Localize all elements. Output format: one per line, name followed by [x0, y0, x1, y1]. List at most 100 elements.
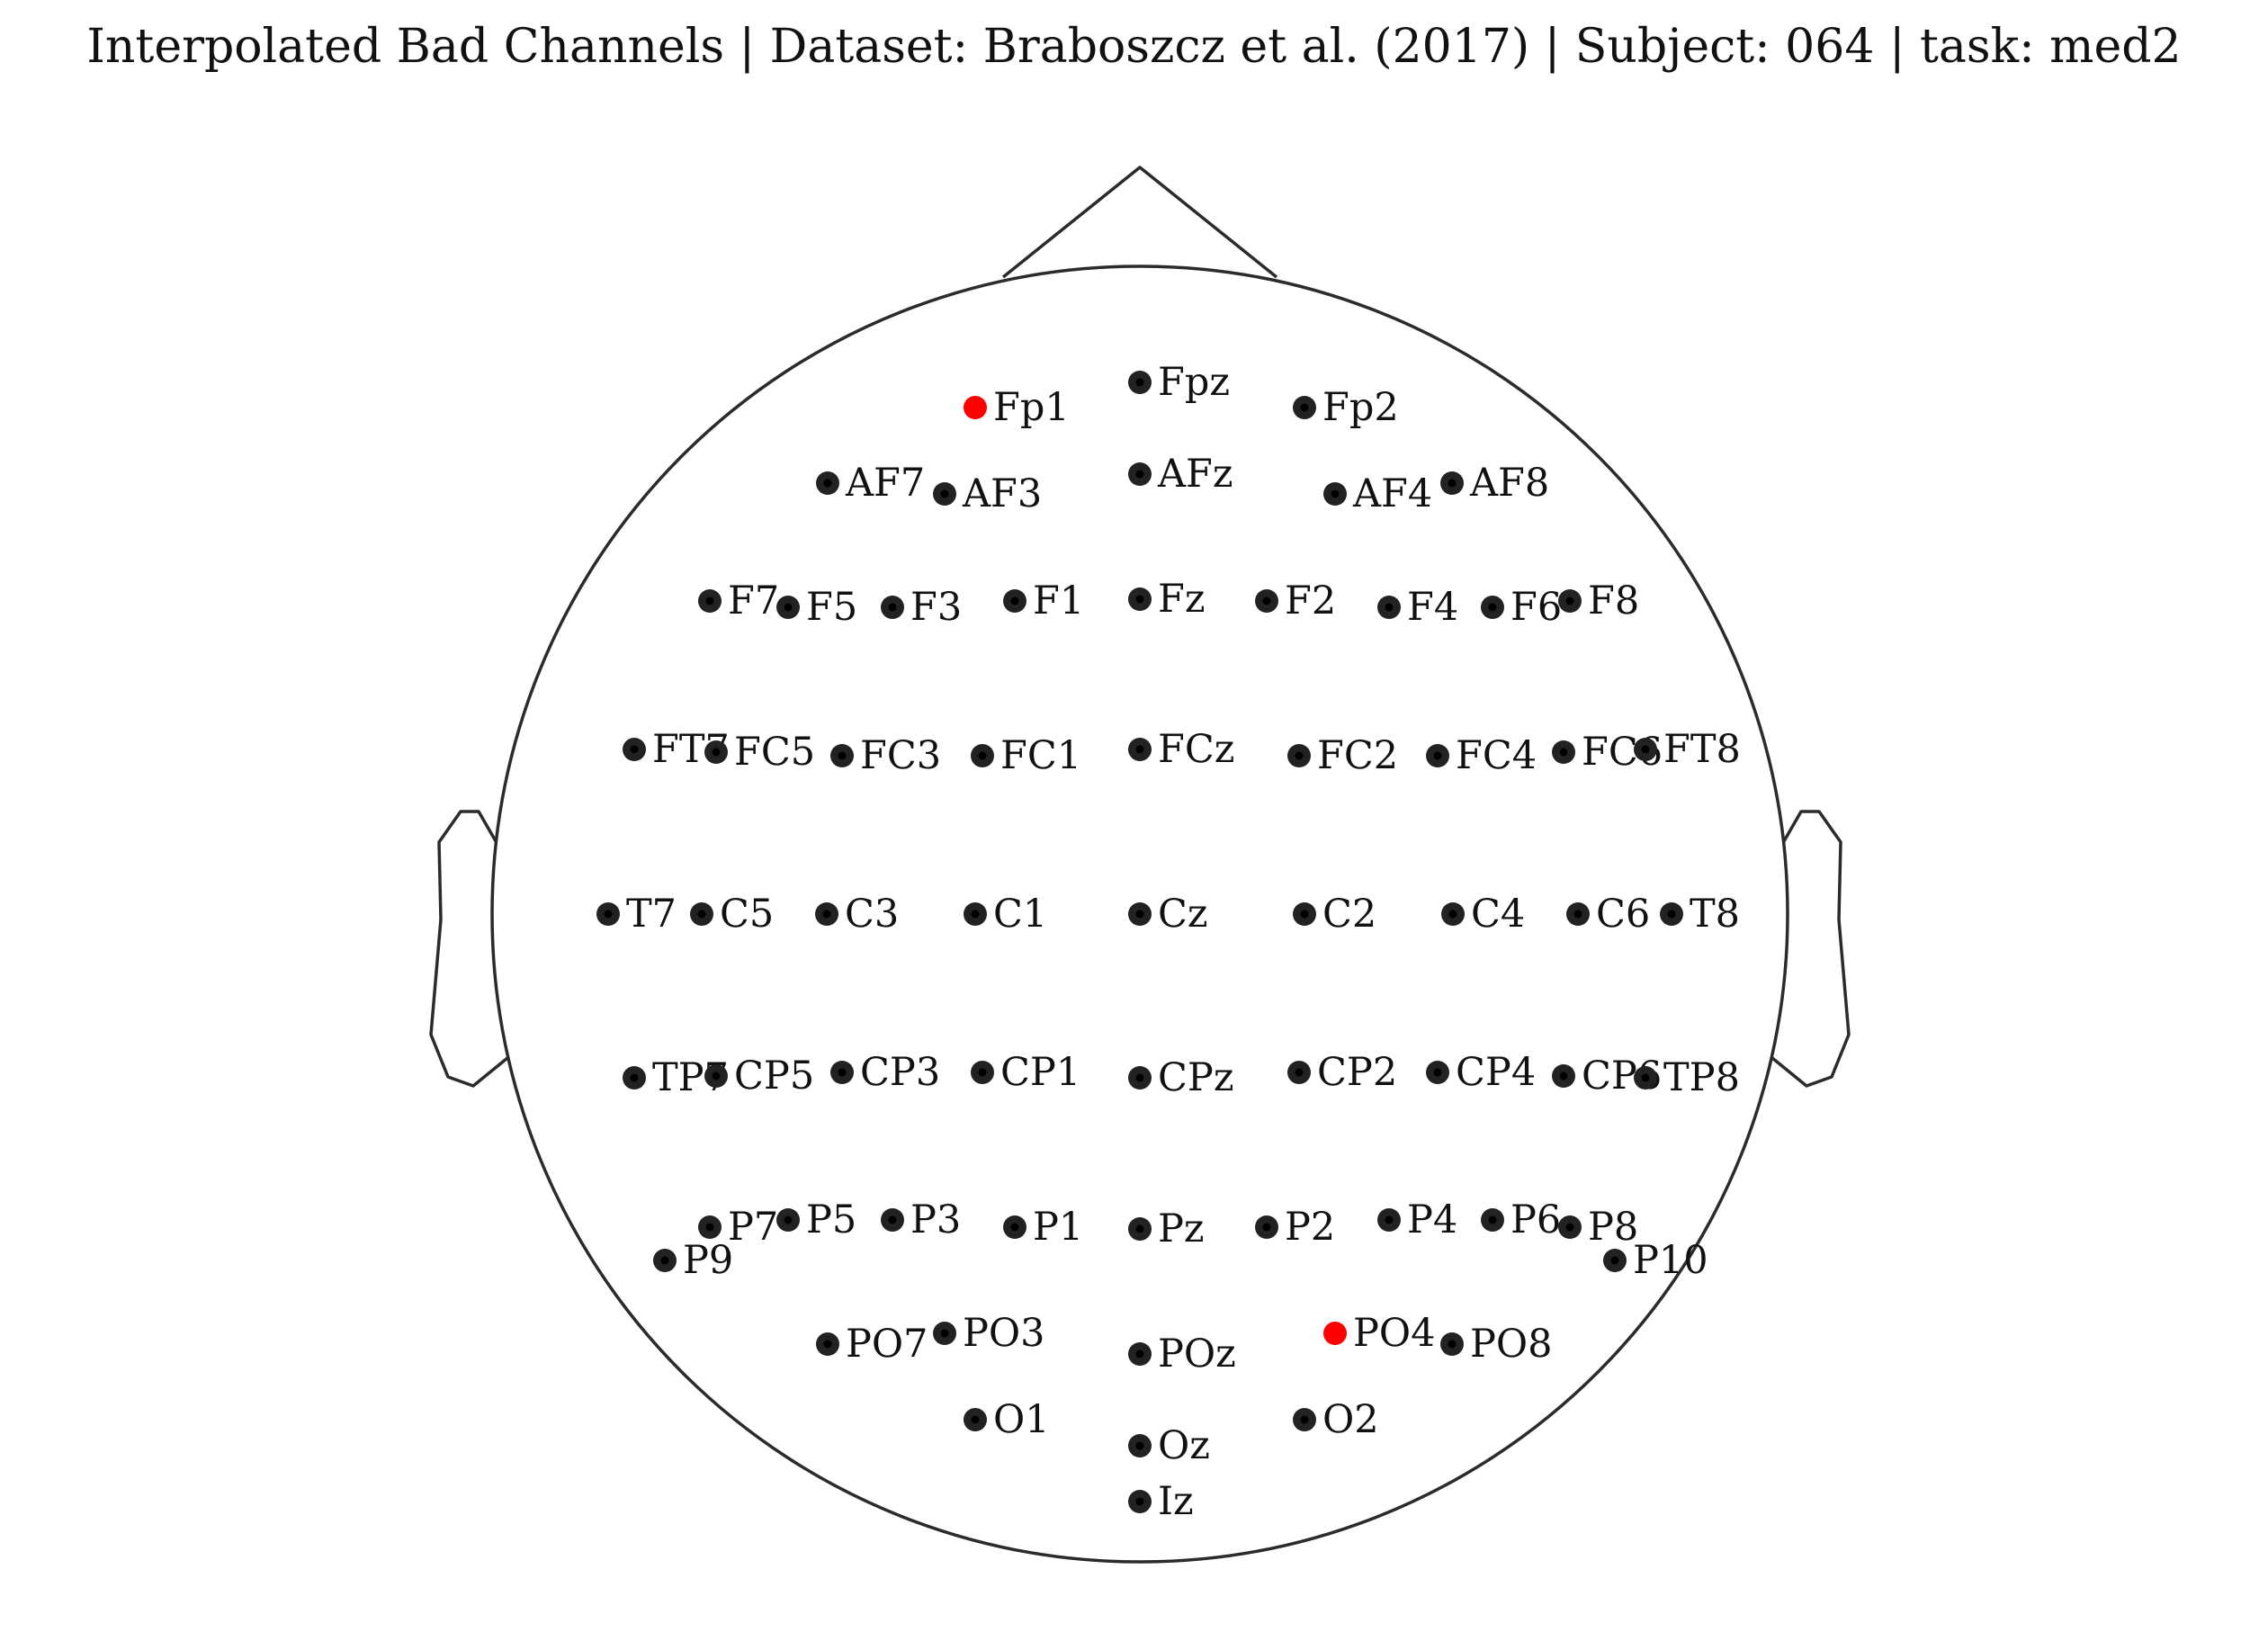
sensor-afz: AFz [1128, 452, 1233, 497]
channel-dot-center [1262, 1223, 1271, 1232]
channel-dot-center [1559, 748, 1568, 757]
channel-label: FC2 [1317, 733, 1398, 778]
channel-dot-center [1135, 1497, 1144, 1506]
channel-dot-center [1667, 910, 1676, 919]
sensor-cp2: CP2 [1287, 1050, 1397, 1095]
left-ear [429, 810, 509, 1088]
channel-dot-center [1135, 1224, 1144, 1233]
channel-dot-center [1559, 1072, 1568, 1081]
channel-dot-center [822, 910, 831, 919]
channel-dot-center [940, 1329, 949, 1338]
sensor-pz: Pz [1128, 1206, 1205, 1251]
sensor-p7: P7 [698, 1205, 778, 1250]
sensor-c3: C3 [815, 892, 899, 937]
channel-label: Pz [1158, 1206, 1205, 1251]
sensor-f5: F5 [776, 585, 857, 630]
channel-label: P9 [683, 1238, 733, 1283]
channel-label: FC1 [1000, 733, 1081, 778]
sensor-cp1: CP1 [971, 1050, 1080, 1095]
channel-dot-center [1448, 479, 1457, 488]
sensor-cp3: CP3 [830, 1050, 940, 1095]
channel-dot-center [1573, 910, 1582, 919]
channel-dot-center [630, 745, 639, 754]
channel-dot-center [1448, 1340, 1457, 1349]
sensor-fcz: FCz [1128, 727, 1234, 772]
nose [1001, 166, 1278, 279]
channel-label: P7 [728, 1205, 778, 1250]
channel-label: Fpz [1158, 360, 1230, 405]
channel-label: Iz [1158, 1479, 1194, 1524]
channel-label: T7 [626, 892, 677, 937]
sensor-f7: F7 [698, 578, 779, 623]
sensor-fc3: FC3 [830, 733, 941, 778]
channel-dot-center [705, 596, 714, 605]
channel-dot-center [784, 1215, 793, 1224]
sensor-ft8: FT8 [1634, 727, 1741, 772]
channel-label: PO3 [963, 1311, 1045, 1356]
channel-dot-center [823, 479, 832, 488]
sensor-tp7: TP7 [623, 1055, 729, 1100]
sensor-f3: F3 [881, 585, 962, 630]
right-ear [1770, 810, 1851, 1088]
sensor-p5: P5 [776, 1197, 856, 1242]
channel-dot-center [971, 1415, 980, 1424]
sensor-c2: C2 [1293, 892, 1376, 937]
sensor-fp1: Fp1 [964, 385, 1070, 430]
sensor-poz: POz [1128, 1332, 1236, 1376]
sensor-c1: C1 [964, 892, 1047, 937]
channel-dot-center [660, 1256, 669, 1265]
sensor-c5: C5 [690, 892, 774, 937]
channel-dot-center [1135, 595, 1144, 604]
channel-label: CP3 [860, 1050, 940, 1095]
sensor-oz: Oz [1128, 1423, 1210, 1468]
channel-dot-center [1565, 596, 1574, 605]
sensor-cp5: CP5 [704, 1054, 814, 1099]
sensor-af7: AF7 [816, 461, 925, 506]
sensor-f2: F2 [1255, 578, 1336, 623]
sensor-f4: F4 [1377, 585, 1458, 630]
sensor-p9: P9 [653, 1238, 733, 1283]
sensor-o2: O2 [1293, 1397, 1379, 1442]
channel-label: CP5 [734, 1054, 814, 1099]
sensor-p8: P8 [1558, 1205, 1638, 1250]
channel-label: F7 [728, 578, 779, 623]
channel-dot-center [888, 603, 897, 612]
channel-label: Fz [1158, 577, 1206, 622]
channel-dot-center [1295, 751, 1304, 760]
sensor-cpz: CPz [1128, 1055, 1234, 1100]
channel-label: FC5 [734, 730, 815, 775]
channel-dot-center [697, 910, 706, 919]
sensor-p1: P1 [1003, 1205, 1083, 1250]
channel-label: O1 [993, 1397, 1050, 1442]
channel-dot-center [630, 1073, 639, 1082]
channel-label: P6 [1511, 1197, 1561, 1242]
sensor-iz: Iz [1128, 1479, 1194, 1524]
channel-label: FC3 [860, 733, 941, 778]
sensor-cz: Cz [1128, 892, 1208, 937]
channel-dot-center [1433, 751, 1442, 760]
channel-dot-center [1135, 1441, 1144, 1450]
channel-dot-center [705, 1223, 714, 1232]
head-circle [490, 265, 1789, 1564]
bad-channel-dot [964, 396, 987, 419]
bad-channel-dot [1323, 1322, 1347, 1345]
channel-dot-center [978, 1068, 987, 1077]
channel-dot-center [1135, 910, 1144, 919]
channel-dot-center [838, 751, 847, 760]
channel-label: O2 [1322, 1397, 1379, 1442]
channel-label: Fp1 [993, 385, 1070, 430]
channel-label: F1 [1033, 578, 1084, 623]
channel-dot-center [604, 910, 613, 919]
channel-label: P4 [1407, 1197, 1457, 1242]
channel-label: C2 [1322, 892, 1376, 937]
channel-dot-center [1385, 603, 1394, 612]
channel-dot-center [1135, 1073, 1144, 1082]
sensor-p10: P10 [1603, 1238, 1708, 1283]
sensor-p3: P3 [881, 1197, 961, 1242]
channel-label: F3 [910, 585, 962, 630]
sensor-fz: Fz [1128, 577, 1206, 622]
channel-dot-center [978, 751, 987, 760]
channel-label: AF8 [1469, 461, 1549, 506]
channel-dot-center [1135, 470, 1144, 479]
